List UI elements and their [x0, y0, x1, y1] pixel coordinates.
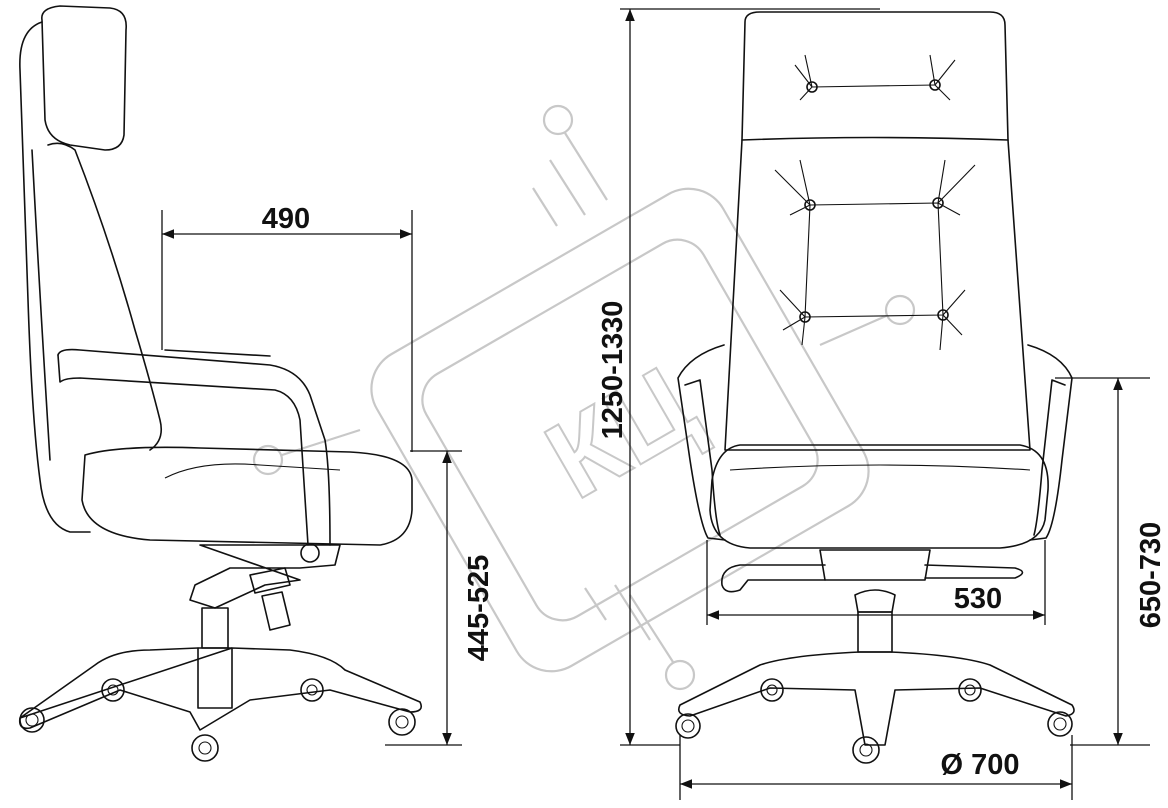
dimension-total-height: 1250-1330	[597, 8, 880, 746]
front-casters	[675, 678, 1073, 764]
dimension-base-diameter: Ø 700	[679, 735, 1073, 800]
front-backrest	[724, 11, 1031, 451]
front-base-star	[677, 651, 1075, 746]
right-armrest	[1027, 344, 1073, 541]
base-diameter-label: Ø 700	[941, 749, 1020, 781]
armrest-height-label: 650-730	[1135, 522, 1167, 628]
dimension-seat-height: 445-525	[385, 450, 495, 746]
headrest	[41, 5, 127, 151]
backrest-front	[47, 142, 163, 451]
chair-front-view	[675, 11, 1075, 764]
tufting	[774, 54, 976, 351]
base-star	[18, 647, 423, 731]
seat-mechanism	[189, 544, 341, 609]
casters	[19, 678, 416, 762]
front-mechanism	[819, 549, 931, 581]
chair-side-view	[18, 5, 423, 762]
dimension-seat-width: 530	[706, 540, 1046, 625]
seat-width-label: 530	[954, 583, 1002, 615]
left-armrest	[677, 344, 726, 541]
front-lever	[721, 564, 826, 593]
front-seat-cushion	[709, 444, 1049, 549]
seat-depth-label: 490	[262, 203, 310, 235]
tilt-lever	[249, 567, 291, 594]
total-height-label: 1250-1330	[597, 301, 629, 440]
gas-lift	[201, 607, 229, 649]
seat-height-label: 445-525	[463, 555, 495, 661]
armrest	[57, 348, 331, 546]
dimension-seat-depth: 490	[161, 203, 413, 452]
dimension-armrest-height: 650-730	[1055, 377, 1167, 746]
watermark-logo: КЦ	[252, 104, 916, 691]
headrest-seam	[741, 136, 1009, 141]
backrest-rear	[19, 21, 91, 533]
front-gas-lift	[857, 611, 893, 653]
seat-cushion	[81, 446, 413, 546]
